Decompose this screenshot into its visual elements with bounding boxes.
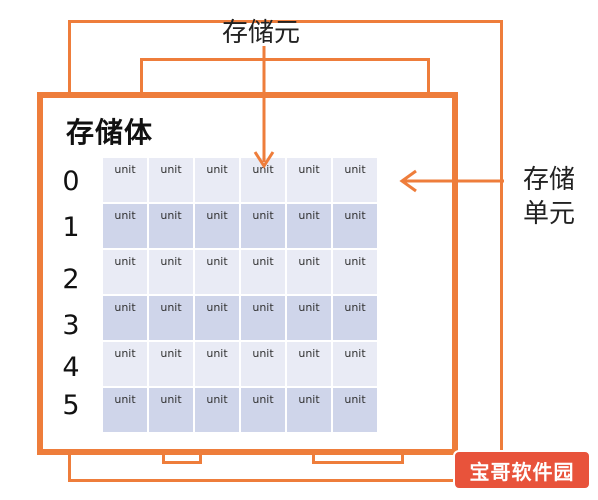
- storage-unit-label-line1: 存储: [522, 165, 575, 195]
- unit-cell: unit: [287, 296, 331, 340]
- unit-cell: unit: [149, 158, 193, 202]
- storage-body-title: 存储体: [66, 116, 154, 149]
- unit-cell: unit: [333, 158, 377, 202]
- unit-cell: unit: [149, 342, 193, 386]
- storage-element-arrow: [253, 46, 275, 169]
- row-number-4: 4: [62, 352, 80, 383]
- unit-cell: unit: [195, 250, 239, 294]
- unit-cell: unit: [195, 158, 239, 202]
- unit-cell: unit: [241, 388, 285, 432]
- storage-unit-label-line2: 单元: [522, 199, 575, 229]
- unit-cell: unit: [149, 296, 193, 340]
- unit-cell: unit: [241, 204, 285, 248]
- unit-cell: unit: [195, 204, 239, 248]
- unit-cell: unit: [103, 342, 147, 386]
- unit-cell: unit: [333, 250, 377, 294]
- row-number-5: 5: [62, 390, 80, 421]
- unit-cell: unit: [287, 342, 331, 386]
- unit-cell: unit: [333, 342, 377, 386]
- unit-cell: unit: [287, 158, 331, 202]
- unit-cell: unit: [241, 296, 285, 340]
- watermark-badge: 宝哥软件园: [453, 450, 591, 490]
- unit-cell: unit: [103, 388, 147, 432]
- bottom-tab-left: [162, 452, 202, 464]
- unit-cell: unit: [103, 158, 147, 202]
- unit-cell: unit: [103, 204, 147, 248]
- unit-cell: unit: [287, 388, 331, 432]
- unit-cell: unit: [195, 342, 239, 386]
- row-number-1: 1: [62, 212, 80, 243]
- unit-cell: unit: [287, 204, 331, 248]
- unit-cell: unit: [333, 204, 377, 248]
- unit-cell: unit: [241, 342, 285, 386]
- unit-cell: unit: [195, 388, 239, 432]
- unit-cell: unit: [149, 388, 193, 432]
- unit-cell: unit: [241, 250, 285, 294]
- storage-element-label: 存储元: [221, 18, 300, 48]
- unit-cell: unit: [195, 296, 239, 340]
- storage-unit-label: 存储 单元: [518, 163, 580, 231]
- row-number-3: 3: [62, 310, 80, 341]
- storage-unit-arrow: [399, 169, 504, 193]
- bottom-tab-right: [312, 452, 404, 464]
- row-number-2: 2: [62, 264, 80, 295]
- unit-cell: unit: [103, 296, 147, 340]
- unit-cell: unit: [287, 250, 331, 294]
- unit-cell: unit: [333, 296, 377, 340]
- unit-cell: unit: [149, 250, 193, 294]
- unit-cell: unit: [103, 250, 147, 294]
- unit-cell: unit: [149, 204, 193, 248]
- middle-frame: [140, 58, 430, 108]
- unit-cell: unit: [333, 388, 377, 432]
- row-number-0: 0: [62, 166, 80, 197]
